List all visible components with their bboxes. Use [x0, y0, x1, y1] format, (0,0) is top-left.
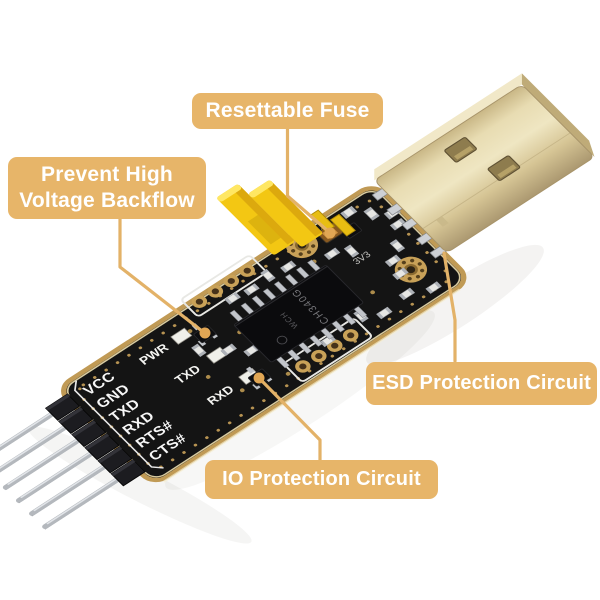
- usb-connector: [374, 73, 595, 252]
- callout-io-text: IO Protection Circuit: [222, 468, 421, 490]
- header-pins: [0, 411, 121, 530]
- callout-esd-protection: ESD Protection Circuit: [366, 362, 597, 405]
- leader-lines: [118, 125, 457, 462]
- leader-resettable-fuse: [285, 125, 330, 233]
- leader-prevent-backflow: [118, 214, 204, 333]
- jumper-cap: [249, 180, 323, 247]
- callout-esd-text: ESD Protection Circuit: [372, 372, 591, 394]
- leader-io-protection: [259, 378, 322, 462]
- usb-shell-hole: [444, 137, 477, 163]
- callout-resettable-fuse: Resettable Fuse: [192, 93, 383, 129]
- smd-components: [191, 205, 442, 357]
- callout-prevent-line1: Prevent High: [41, 162, 173, 186]
- silkscreen-line: [74, 380, 164, 469]
- usb-shell-hole: [487, 155, 521, 181]
- usb-shell: [376, 86, 593, 252]
- usb-end-face: [521, 73, 595, 158]
- callout-resettable-fuse-text: Resettable Fuse: [205, 98, 370, 122]
- header-block: [58, 406, 94, 435]
- callout-prevent-line2: Voltage Backflow: [19, 189, 195, 212]
- dot-io-protection: [253, 372, 265, 384]
- dot-prevent-backflow: [199, 327, 211, 339]
- jumper-pin: [329, 213, 356, 237]
- pcb-bottom-glint: [162, 288, 461, 483]
- leader-dots: [199, 227, 336, 384]
- usb-top-face: [374, 73, 522, 181]
- pin-header: [44, 393, 146, 487]
- ch340-chip: CH340G WCH: [229, 259, 368, 369]
- through-hole-pads: [181, 255, 373, 382]
- callout-io-protection: IO Protection Circuit: [205, 460, 438, 499]
- jumper-caps: [217, 180, 356, 255]
- dot-resettable-fuse: [324, 227, 336, 239]
- callout-prevent-backflow: Prevent High Voltage Backflow: [8, 157, 206, 219]
- chip-logo-ring: [276, 335, 288, 345]
- leader-esd-protection: [442, 251, 457, 363]
- pcb-board: VCC GND TXD RXD RTS# CTS# PWR TXD RXD: [0, 73, 595, 530]
- header-block: [44, 393, 81, 421]
